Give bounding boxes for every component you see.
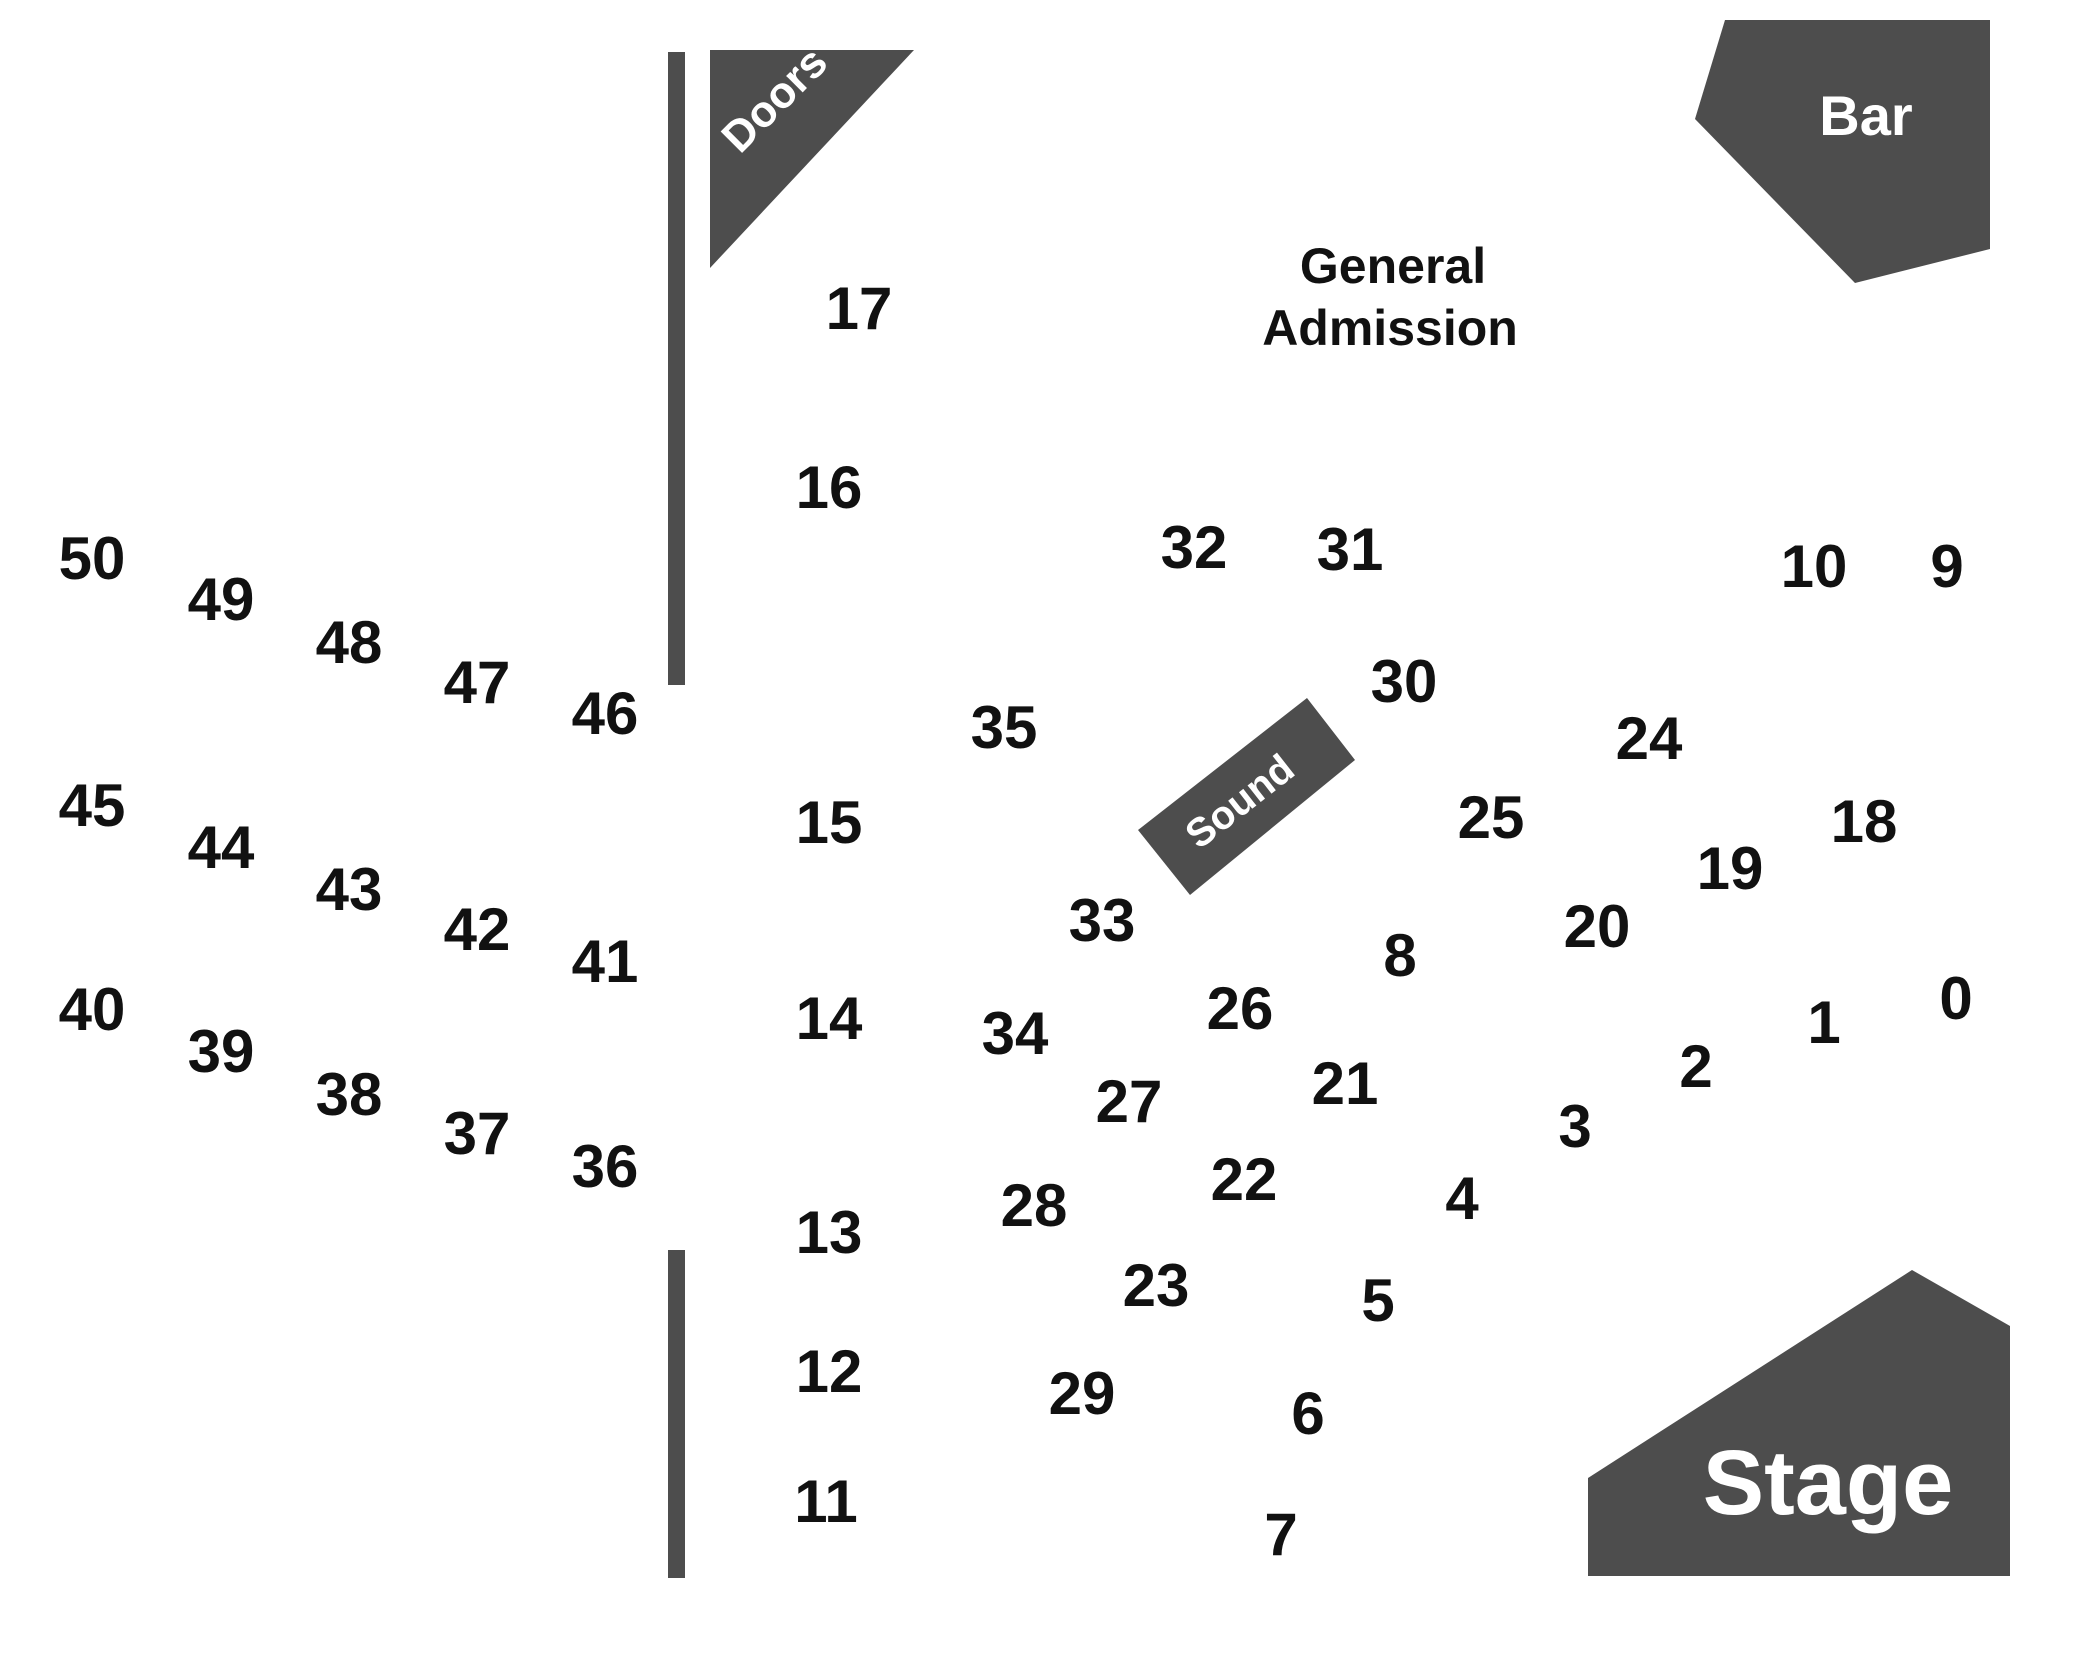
table-number-13[interactable]: 13 <box>796 1199 863 1266</box>
table-number-8[interactable]: 8 <box>1383 922 1416 989</box>
table-number-12[interactable]: 12 <box>796 1338 863 1405</box>
table-number-39[interactable]: 39 <box>188 1018 255 1085</box>
table-number-37[interactable]: 37 <box>444 1100 511 1167</box>
table-number-11[interactable]: 11 <box>794 1468 857 1535</box>
table-number-40[interactable]: 40 <box>59 976 126 1043</box>
table-number-0[interactable]: 0 <box>1939 965 1972 1032</box>
table-number-38[interactable]: 38 <box>316 1061 383 1128</box>
sound-booth: Sound <box>1138 698 1355 895</box>
table-number-45[interactable]: 45 <box>59 772 126 839</box>
left-wall-upper <box>668 52 685 685</box>
doors-area: Doors <box>710 37 914 268</box>
table-number-7[interactable]: 7 <box>1264 1501 1297 1568</box>
table-number-18[interactable]: 18 <box>1831 788 1898 855</box>
bar-label: Bar <box>1819 84 1912 147</box>
table-number-5[interactable]: 5 <box>1361 1267 1394 1334</box>
table-number-49[interactable]: 49 <box>188 566 255 633</box>
table-number-44[interactable]: 44 <box>188 814 255 881</box>
left-wall-lower <box>668 1250 685 1578</box>
table-number-22[interactable]: 22 <box>1211 1146 1278 1213</box>
table-number-23[interactable]: 23 <box>1123 1252 1190 1319</box>
table-number-2[interactable]: 2 <box>1679 1033 1712 1100</box>
general-admission-label-line1: General <box>1300 238 1486 294</box>
table-number-34[interactable]: 34 <box>982 1000 1049 1067</box>
table-number-41[interactable]: 41 <box>572 928 639 995</box>
table-number-24[interactable]: 24 <box>1616 705 1683 772</box>
table-number-20[interactable]: 20 <box>1564 893 1631 960</box>
table-number-30[interactable]: 30 <box>1371 648 1438 715</box>
table-number-10[interactable]: 10 <box>1781 533 1848 600</box>
general-admission-label-line2: Admission <box>1262 300 1518 356</box>
table-number-29[interactable]: 29 <box>1049 1360 1116 1427</box>
table-number-47[interactable]: 47 <box>444 649 511 716</box>
table-number-31[interactable]: 31 <box>1317 516 1384 583</box>
stage-label: Stage <box>1703 1432 1954 1534</box>
table-number-25[interactable]: 25 <box>1458 784 1525 851</box>
table-number-35[interactable]: 35 <box>971 694 1038 761</box>
table-number-46[interactable]: 46 <box>572 680 639 747</box>
table-number-26[interactable]: 26 <box>1207 975 1274 1042</box>
table-number-43[interactable]: 43 <box>316 856 383 923</box>
bar-area: Bar <box>1695 20 1990 283</box>
table-number-36[interactable]: 36 <box>572 1133 639 1200</box>
table-number-21[interactable]: 21 <box>1312 1050 1379 1117</box>
stage-area: Stage <box>1588 1270 2010 1576</box>
table-number-50[interactable]: 50 <box>59 525 126 592</box>
table-number-4[interactable]: 4 <box>1445 1165 1479 1232</box>
table-number-27[interactable]: 27 <box>1096 1068 1163 1135</box>
table-number-33[interactable]: 33 <box>1069 887 1136 954</box>
table-number-32[interactable]: 32 <box>1161 514 1228 581</box>
table-number-15[interactable]: 15 <box>796 789 863 856</box>
table-number-48[interactable]: 48 <box>316 609 383 676</box>
table-number-3[interactable]: 3 <box>1558 1093 1591 1160</box>
table-number-19[interactable]: 19 <box>1697 835 1764 902</box>
table-number-1[interactable]: 1 <box>1807 989 1840 1056</box>
table-number-14[interactable]: 14 <box>796 985 863 1052</box>
table-number-42[interactable]: 42 <box>444 896 511 963</box>
table-number-16[interactable]: 16 <box>796 454 863 521</box>
table-number-28[interactable]: 28 <box>1001 1172 1068 1239</box>
table-number-17[interactable]: 17 <box>826 275 893 342</box>
table-number-9[interactable]: 9 <box>1930 533 1963 600</box>
table-number-6[interactable]: 6 <box>1291 1380 1324 1447</box>
